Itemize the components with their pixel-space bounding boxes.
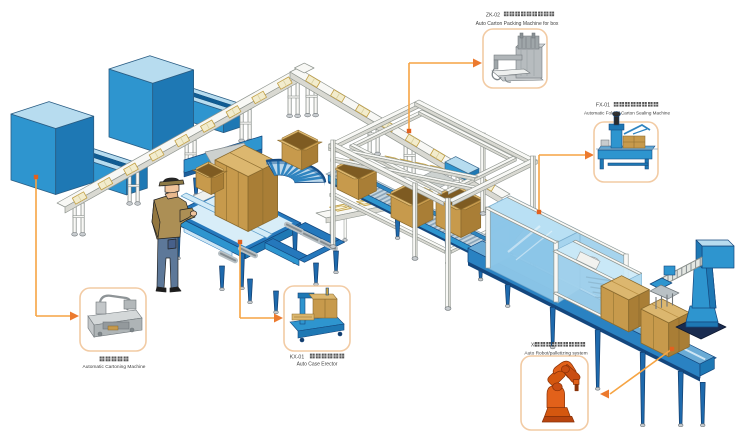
svg-text:Auto Case Erector: Auto Case Erector xyxy=(297,362,338,368)
svg-text:Auto Carton Packing Machine fo: Auto Carton Packing Machine for box xyxy=(476,21,559,27)
svg-text:XL: XL xyxy=(531,343,537,349)
svg-text:ZK-02: ZK-02 xyxy=(486,12,500,18)
svg-text:FX-01: FX-01 xyxy=(596,103,610,109)
svg-text:KX-01: KX-01 xyxy=(290,354,305,360)
svg-text:Auto Robot/palletizing system: Auto Robot/palletizing system xyxy=(524,351,587,357)
svg-text:Automatic Folded Carton Sealin: Automatic Folded Carton Sealing Machine xyxy=(584,111,670,116)
svg-text:Automatic Cartoning Machine: Automatic Cartoning Machine xyxy=(83,364,146,370)
